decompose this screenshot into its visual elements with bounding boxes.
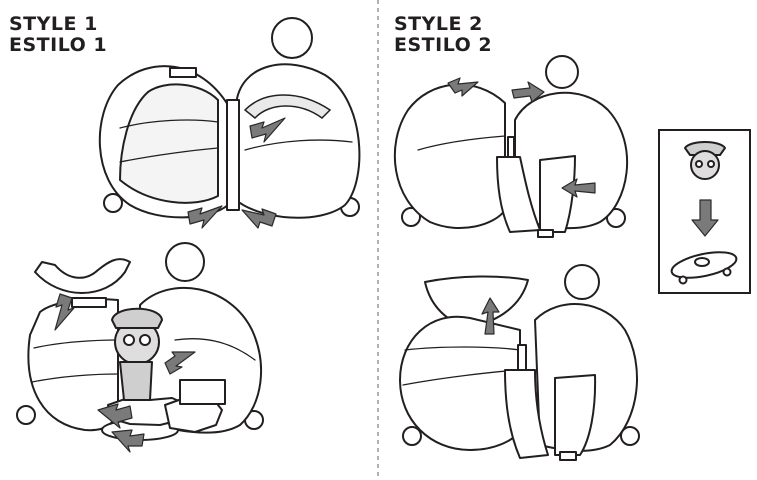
curved-arrow-icon (164, 351, 196, 375)
style1-step2-illustration (16, 242, 264, 453)
style2-title-en: STYLE 2 (394, 13, 483, 35)
style2-step2-illustration (399, 264, 640, 461)
inset-panel (658, 129, 751, 294)
curved-arrow-icon (54, 293, 75, 331)
style2-step1-illustration (393, 55, 629, 238)
curved-arrow-icon (111, 429, 145, 453)
curved-arrow-icon (241, 208, 277, 229)
curved-arrow-icon (249, 117, 286, 143)
curved-arrow-icon (481, 297, 500, 335)
curved-arrow-icon (511, 81, 545, 103)
curved-arrow-icon (187, 205, 223, 229)
style2-heading: STYLE 2 ESTILO 2 (394, 14, 492, 56)
curved-arrow-icon (97, 403, 133, 429)
doll-head-icon (690, 150, 720, 180)
style1-title-en: STYLE 1 (9, 13, 98, 35)
down-arrow-icon (691, 199, 719, 237)
style1-step1-illustration (98, 17, 361, 229)
style1-heading: STYLE 1 ESTILO 1 (9, 14, 107, 56)
style2-title-es: ESTILO 2 (394, 34, 493, 56)
curved-arrow-icon (447, 77, 479, 97)
curved-arrow-icon (561, 178, 596, 198)
style1-title-es: ESTILO 1 (9, 34, 108, 56)
